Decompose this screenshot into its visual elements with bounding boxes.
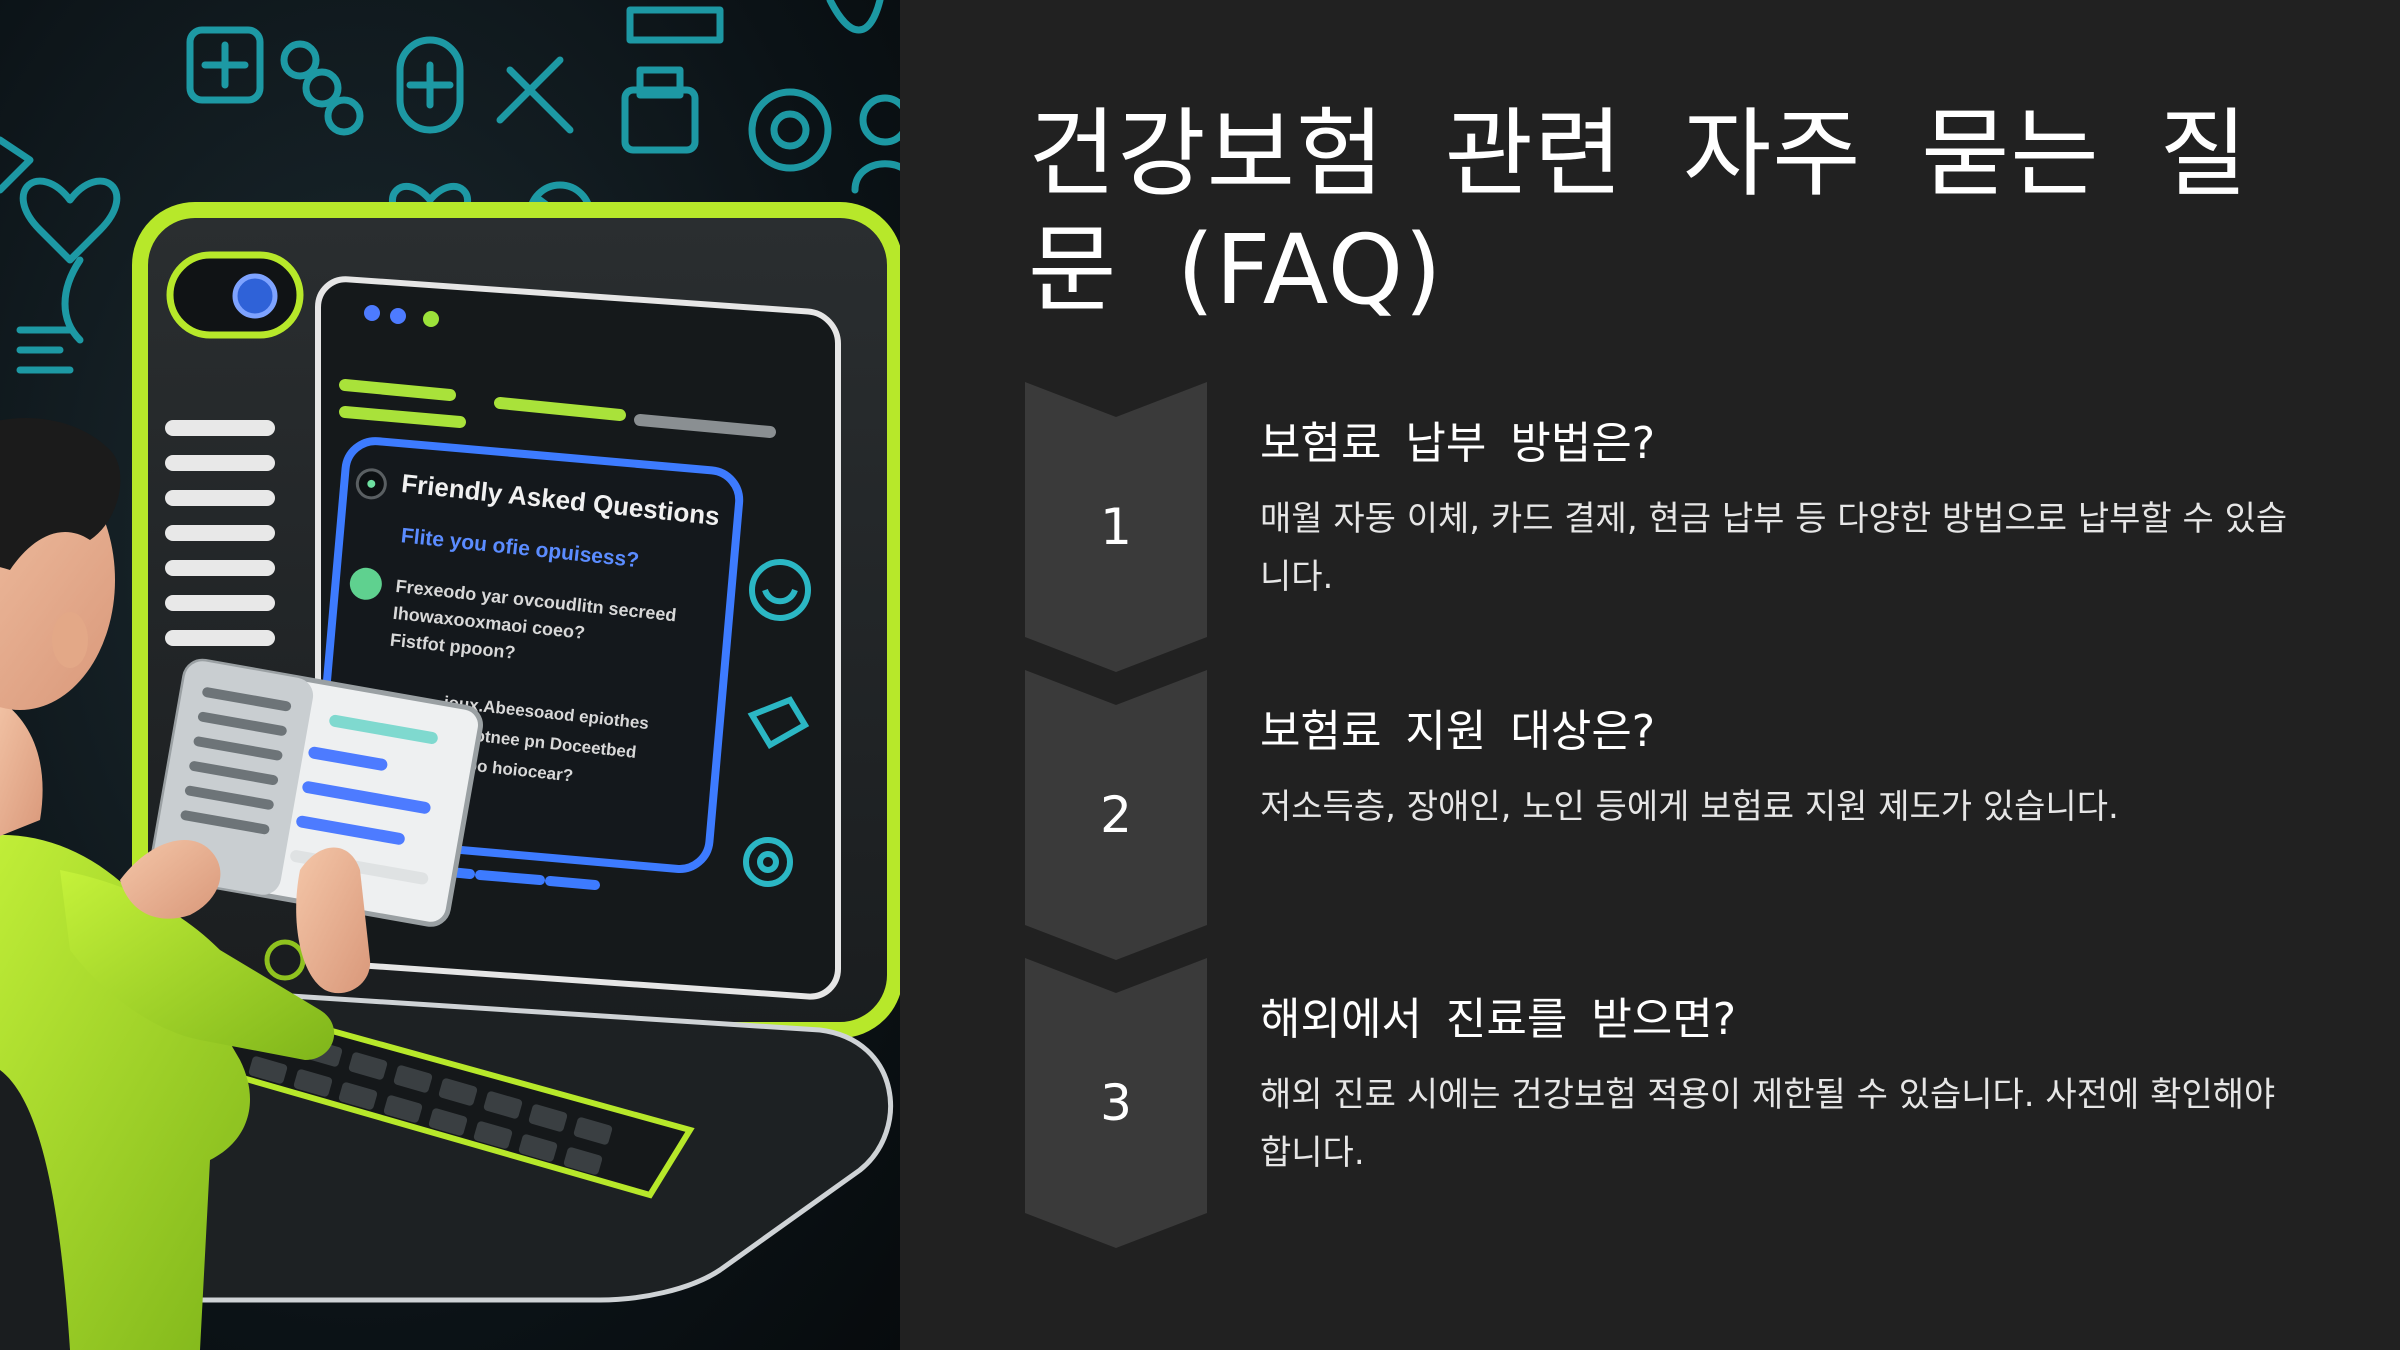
shield-icon — [826, 0, 884, 34]
hair — [0, 417, 121, 570]
faq-answer: 매월 자동 이체, 카드 결제, 현금 납부 등 다양한 방법으로 납부할 수 … — [1260, 499, 2288, 597]
faq-question: 보험료 납부 방법은? — [1260, 418, 1656, 469]
faq-illustration: Friendly Asked Questions Flite you ofie … — [0, 0, 900, 1350]
faq-item: 3 해외에서 진료를 받으면? 해외 진료 시에는 건강보험 적용이 제한될 수… — [1025, 958, 2355, 1248]
faq-item: 2 보험료 지원 대상은? 저소득층, 장애인, 노인 등에게 보험료 지원 제… — [1025, 670, 2355, 960]
right-hand — [296, 847, 371, 994]
leaf-icon — [61, 256, 84, 344]
faq-answer: 해외 진료 시에는 건강보험 적용이 제한될 수 있습니다. 사전에 확인해야 … — [1260, 1075, 2276, 1173]
target-icon — [748, 88, 832, 172]
step-number: 1 — [1100, 498, 1132, 556]
person-icon — [859, 94, 900, 146]
capsule-icon — [396, 36, 464, 134]
faq-question: 해외에서 진료를 받으면? — [1260, 994, 1737, 1045]
printer-icon — [621, 86, 699, 154]
header-bars — [339, 379, 776, 438]
medical-box-icon — [186, 26, 264, 104]
card-icon — [626, 6, 724, 44]
step-number: 2 — [1100, 786, 1132, 844]
heart-icon — [19, 177, 121, 264]
left-hand — [120, 840, 221, 919]
chair — [0, 1070, 70, 1350]
list-icon — [16, 326, 74, 374]
plus-icon — [406, 61, 454, 109]
hand-icon — [747, 696, 810, 750]
slide-title: 건강보험 관련 자주 묻는 질문 (FAQ) — [1028, 98, 2249, 326]
step-number: 3 — [1100, 1074, 1132, 1132]
step-chevron — [1025, 670, 1207, 960]
step-chevron — [1025, 382, 1207, 672]
help-icon — [749, 559, 811, 621]
tablet — [150, 658, 483, 927]
faq-item: 1 보험료 납부 방법은? 매월 자동 이체, 카드 결제, 현금 납부 등 다… — [1025, 382, 2355, 672]
sidebar-lines — [165, 420, 275, 646]
faq-answer: 저소득층, 장애인, 노인 등에게 보험료 지원 제도가 있습니다. — [1260, 787, 2119, 827]
arrow-icon — [0, 136, 34, 194]
gear-icon — [743, 837, 793, 887]
faq-list: 1 보험료 납부 방법은? 매월 자동 이체, 카드 결제, 현금 납부 등 다… — [1025, 382, 2355, 1252]
illustration-svg: Friendly Asked Questions Flite you ofie … — [0, 0, 900, 1350]
tool-icon — [496, 56, 574, 134]
medical-cross-icon — [201, 41, 249, 89]
monitor-side-icons — [743, 559, 811, 887]
step-chevron — [1025, 958, 1207, 1248]
faq-question: 보험료 지원 대상은? — [1260, 706, 1656, 757]
chain-icon — [280, 40, 320, 80]
person-figure — [0, 417, 371, 1350]
